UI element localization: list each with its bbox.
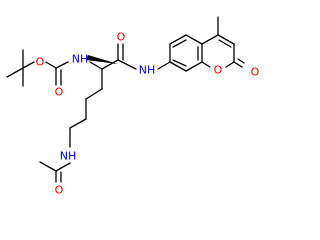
molecule-structure-diagram: O O NH O NH O O NH O <box>6 16 260 197</box>
stereo-wedge-bond <box>86 55 118 64</box>
boc-carbamate-group <box>45 61 69 86</box>
lysine-side-chain <box>55 68 103 172</box>
amide-nh-label: NH <box>139 64 156 77</box>
boc-ether-oxygen-label: O <box>36 56 45 69</box>
lactone-oxygen-label: O <box>251 66 260 79</box>
acetyl-oxygen-label: O <box>55 184 64 197</box>
alpha-carbon-region <box>86 55 119 70</box>
skeletal-formula: O O NH O NH O O NH O <box>6 16 260 197</box>
anilide-link <box>157 61 171 70</box>
tert-butyl-group <box>6 49 35 87</box>
amide-oxygen-label: O <box>117 31 126 44</box>
amide-carbonyl-group <box>117 43 137 70</box>
coumarin-ring-system <box>169 16 245 72</box>
side-chain-nh-label: NH <box>60 150 77 163</box>
alpha-nh-label: NH <box>72 53 89 66</box>
ring-oxygen-label: O <box>214 64 223 77</box>
acetyl-group <box>39 161 62 183</box>
boc-carbonyl-oxygen-label: O <box>55 86 64 99</box>
